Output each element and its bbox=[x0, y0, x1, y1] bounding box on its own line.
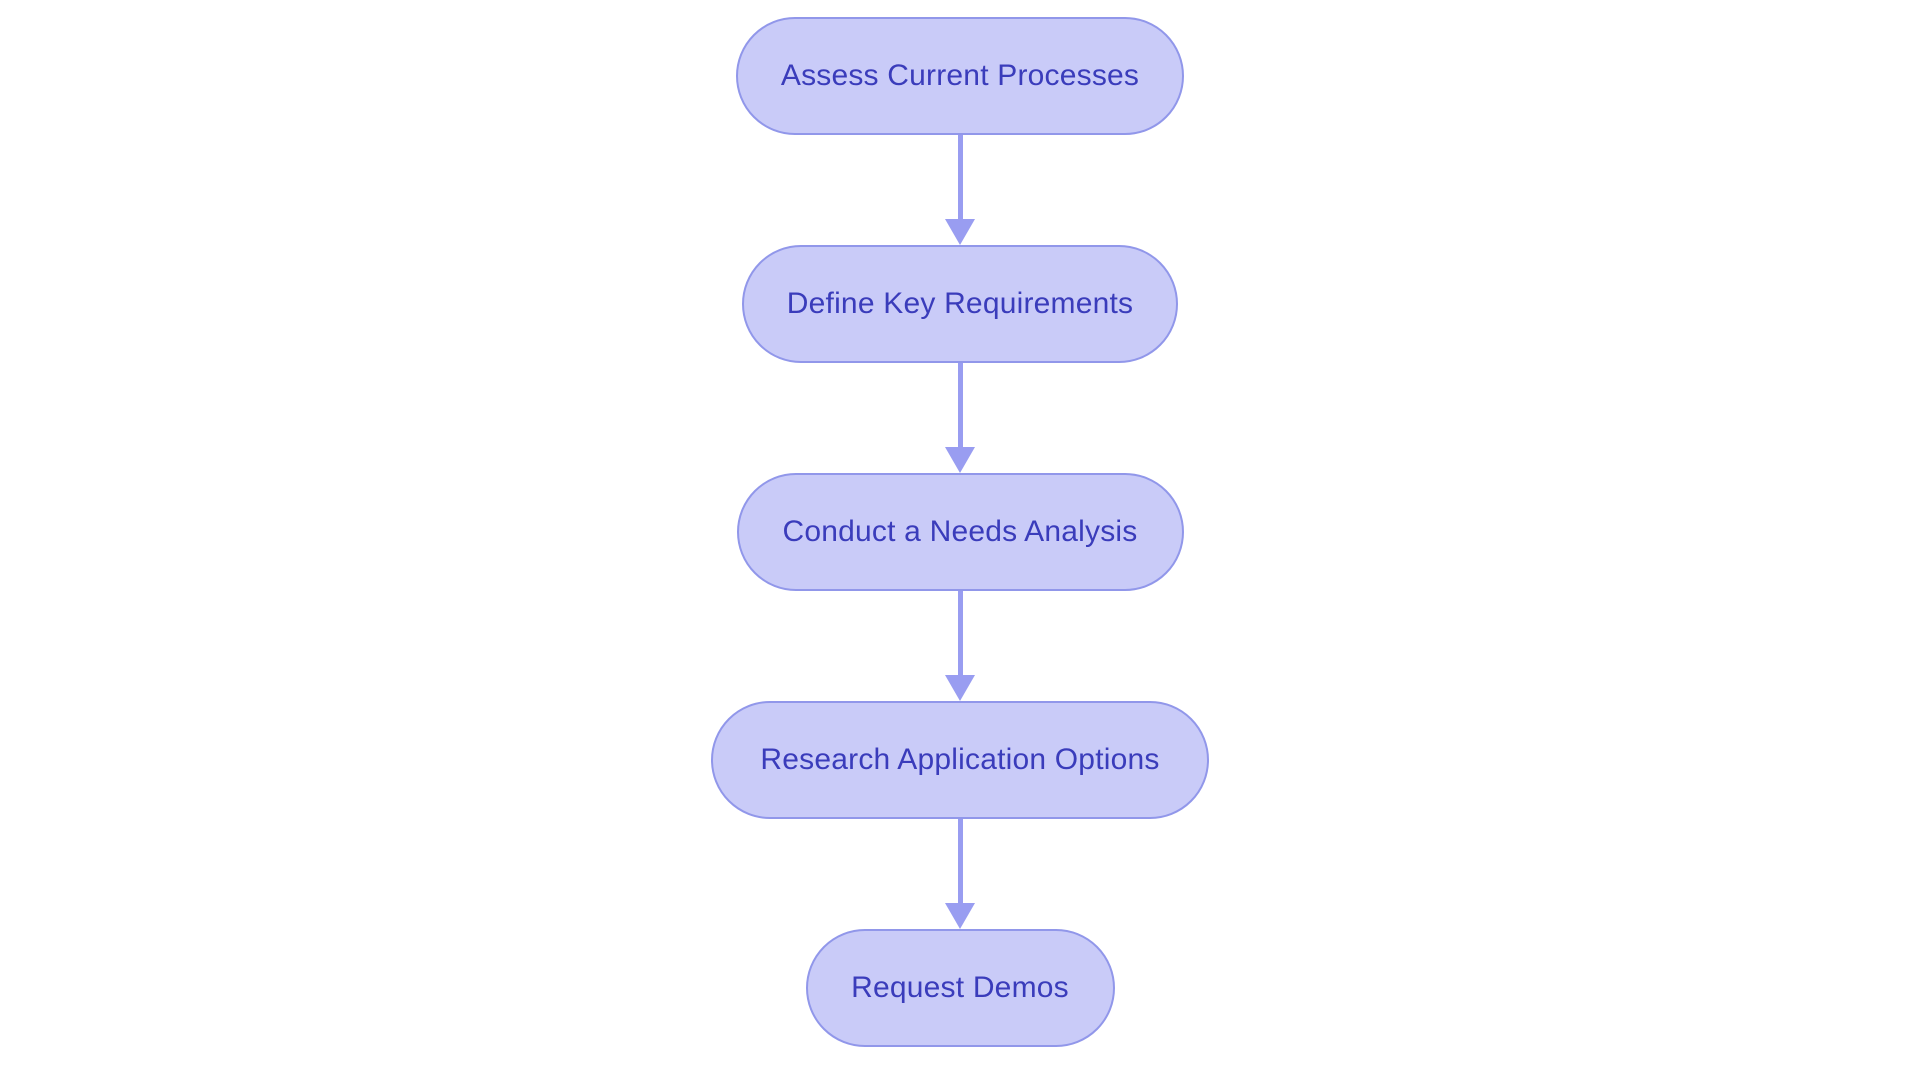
flowchart-column: Assess Current Processes Define Key Requ… bbox=[0, 17, 1920, 1047]
arrow-head-icon bbox=[945, 219, 975, 245]
flow-node-request-demos: Request Demos bbox=[805, 929, 1115, 1047]
flow-node-define-key-requirements: Define Key Requirements bbox=[742, 245, 1178, 363]
flow-node-label: Conduct a Needs Analysis bbox=[782, 515, 1138, 548]
arrow-head-icon bbox=[945, 447, 975, 473]
flow-node-conduct-a-needs-analysis: Conduct a Needs Analysis bbox=[736, 473, 1184, 591]
flow-arrow-1-2 bbox=[945, 135, 975, 245]
arrow-line bbox=[957, 819, 963, 903]
flow-arrow-3-4 bbox=[945, 591, 975, 701]
arrow-line bbox=[957, 591, 963, 675]
flow-arrow-2-3 bbox=[945, 363, 975, 473]
arrow-head-icon bbox=[945, 675, 975, 701]
flow-node-research-application-options: Research Application Options bbox=[711, 701, 1209, 819]
flow-node-label: Assess Current Processes bbox=[780, 59, 1140, 92]
flow-arrow-4-5 bbox=[945, 819, 975, 929]
flow-node-label: Request Demos bbox=[851, 971, 1069, 1004]
flow-node-label: Define Key Requirements bbox=[786, 287, 1134, 320]
arrow-line bbox=[957, 135, 963, 219]
arrow-head-icon bbox=[945, 903, 975, 929]
arrow-line bbox=[957, 363, 963, 447]
flow-node-assess-current-processes: Assess Current Processes bbox=[736, 17, 1184, 135]
flow-node-label: Research Application Options bbox=[760, 743, 1160, 776]
